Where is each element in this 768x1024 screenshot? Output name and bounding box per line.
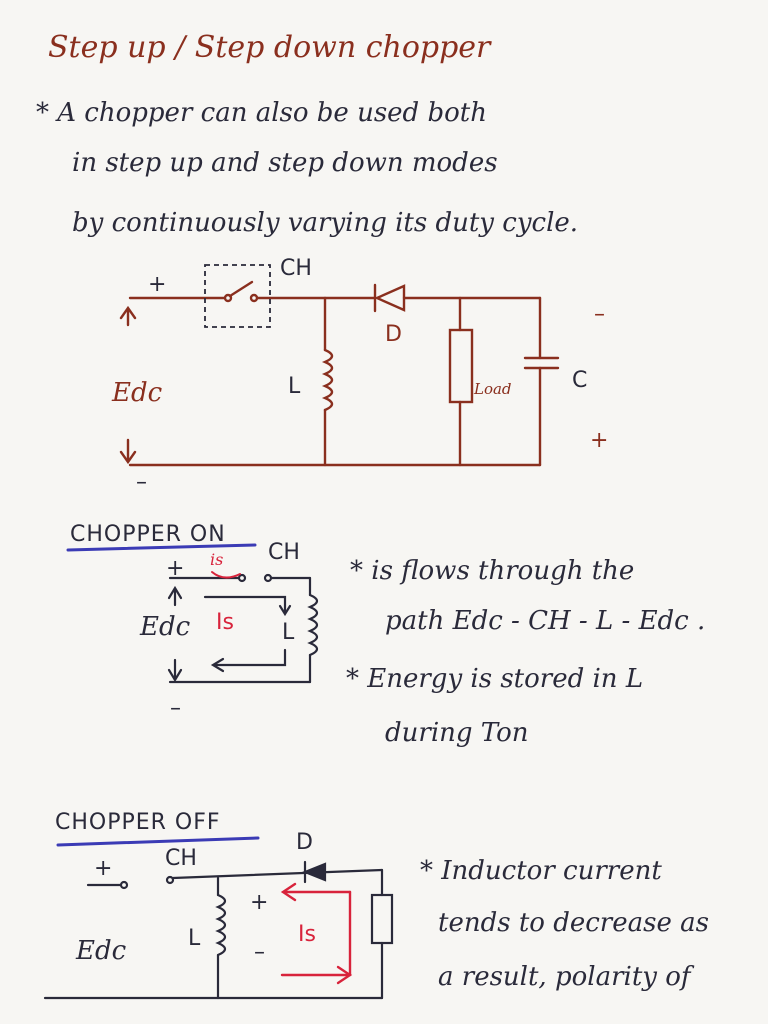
circuit1-load-label: Load bbox=[474, 380, 512, 398]
intro-line-2: in step up and step down modes bbox=[72, 148, 498, 178]
chopper-off-note-line1: * Inductor current bbox=[420, 856, 662, 886]
chopper-on-note2-line2: during Ton bbox=[385, 718, 529, 748]
intro-line-3: by continuously varying its duty cycle. bbox=[72, 208, 579, 238]
chopper-on-note1-line2: path Edc - CH - L - Edc . bbox=[385, 606, 706, 636]
circuit1-ch-label: CH bbox=[280, 256, 312, 281]
chopper-on-note1-line1: * is flows through the bbox=[350, 556, 635, 586]
circuit1-edc-label: Edc bbox=[112, 378, 163, 408]
intro-line-1: * A chopper can also be used both bbox=[36, 98, 487, 128]
chopper-off-l-label: L bbox=[188, 926, 201, 951]
chopper-off-is-label: Is bbox=[298, 922, 316, 947]
chopper-on-note2-line1: * Energy is stored in L bbox=[346, 664, 644, 694]
chopper-off-ch-label: CH bbox=[165, 846, 197, 871]
chopper-off-heading: CHOPPER OFF bbox=[55, 810, 221, 835]
chopper-off-l-minus: – bbox=[254, 940, 265, 965]
chopper-off-plus: + bbox=[94, 856, 113, 881]
circuit1-c-plus: + bbox=[590, 428, 609, 453]
chopper-on-plus: + bbox=[166, 556, 185, 581]
chopper-on-minus: – bbox=[170, 696, 181, 721]
chopper-off-diode-label: D bbox=[296, 830, 313, 855]
chopper-on-is-small: is bbox=[210, 550, 224, 569]
chopper-on-heading: CHOPPER ON bbox=[70, 522, 226, 547]
chopper-on-ch-label: CH bbox=[268, 540, 300, 565]
chopper-off-note-line3: a result, polarity of bbox=[438, 962, 691, 992]
circuit1-plus: + bbox=[148, 272, 167, 297]
chopper-on-edc: Edc bbox=[140, 612, 191, 642]
page-title: Step up / Step down chopper bbox=[48, 30, 491, 65]
chopper-on-is-label: Is bbox=[216, 610, 234, 635]
chopper-off-edc: Edc bbox=[76, 936, 127, 966]
chopper-off-note-line2: tends to decrease as bbox=[438, 908, 709, 938]
circuit1-diode-label: D bbox=[385, 322, 402, 347]
chopper-off-l-plus: + bbox=[250, 890, 269, 915]
circuit1-c-label: C bbox=[572, 368, 588, 393]
chopper-on-l-label: L bbox=[282, 620, 295, 645]
circuit1-c-minus: – bbox=[594, 302, 605, 327]
circuit1-l-label: L bbox=[288, 374, 301, 399]
circuit1-minus: – bbox=[136, 470, 147, 495]
